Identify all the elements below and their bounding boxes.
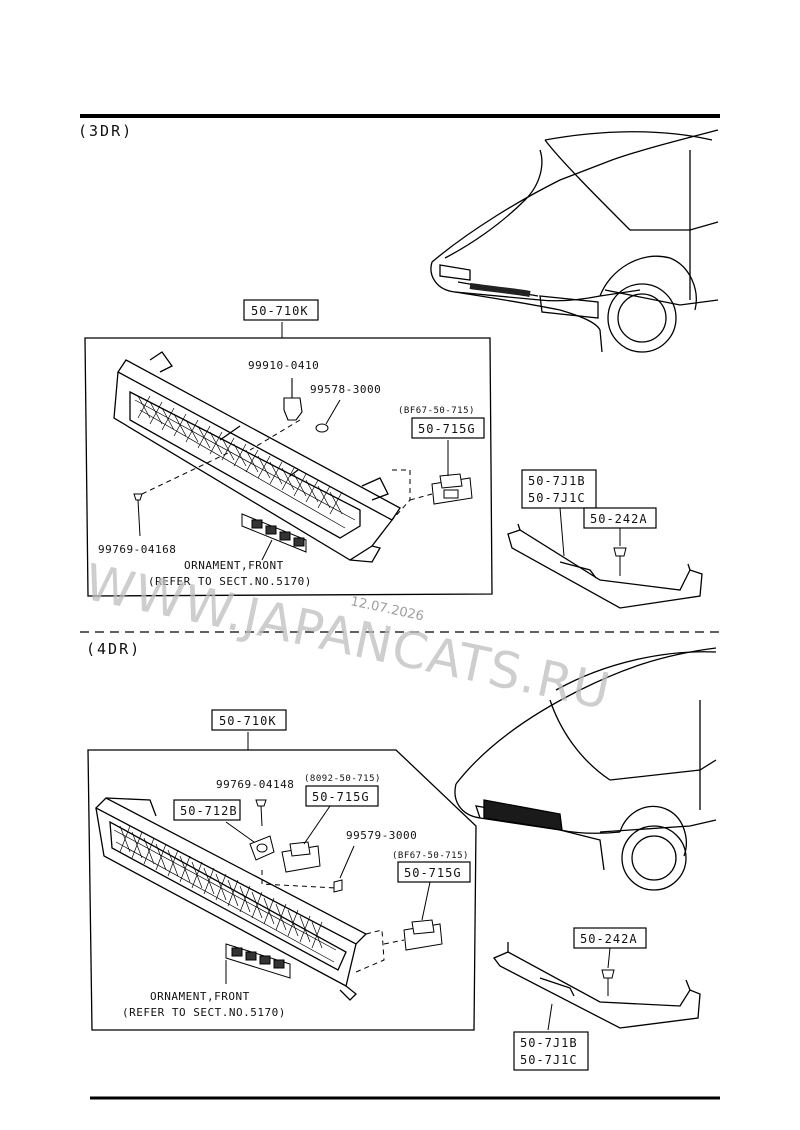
part-box-715g-3dr: [411, 417, 485, 439]
ornament-4dr: [225, 943, 291, 979]
section-3dr: (3DR): [78, 122, 719, 609]
detail-frame-3dr: [84, 337, 493, 597]
upper-clip-4dr: [281, 841, 321, 873]
ornament-label-3dr-line2: (REFER TO SECT.NO.5170): [148, 575, 312, 588]
bolt-label-4dr: 99769-04148: [216, 778, 294, 791]
part-box-710k-4dr: [211, 709, 287, 731]
ornament-label-4dr-line1: ORNAMENT,FRONT: [150, 990, 250, 1003]
section-4dr: (4DR): [86, 640, 717, 1071]
ornament-label-3dr-line1: ORNAMENT,FRONT: [184, 559, 284, 572]
section-title-3dr: (3DR): [78, 122, 133, 140]
bolt-label-3dr: 99769-04168: [98, 543, 176, 556]
car-illustration-4dr: [454, 647, 717, 891]
part-box-242a-4dr: [573, 927, 647, 949]
ornament-label-4dr-line2: (REFER TO SECT.NO.5170): [122, 1006, 286, 1019]
nut-4dr: [333, 879, 343, 893]
car-illustration-3dr: [430, 129, 719, 353]
part-box-7j1-3dr: [521, 469, 597, 509]
part-box-715g-upper-4dr: [305, 785, 379, 807]
part-box-242a-3dr: [583, 507, 657, 529]
fastener-3dr: [613, 547, 627, 576]
section-title-4dr: (4DR): [86, 640, 141, 658]
fastener-4dr: [601, 969, 615, 996]
part-label-242a-3dr: 50-242A: [590, 512, 648, 526]
clip-3dr: [431, 473, 473, 505]
bracket-4dr: [249, 835, 275, 861]
lower-clip-4dr: [403, 919, 443, 951]
part-box-710k-3dr: [243, 299, 319, 321]
screw-label-3dr: 99910-0410: [248, 359, 319, 372]
part-label-7j1c-4dr: 50-7J1C: [520, 1053, 578, 1067]
part-label-7j1b-3dr: 50-7J1B: [528, 474, 586, 488]
upper-clip-ref-label-4dr: (8092-50-715): [304, 774, 381, 784]
clip-ref-label-3dr: (BF67-50-715): [398, 406, 475, 416]
part-label-715g-3dr: 50-715G: [418, 422, 476, 436]
part-label-710k-4dr: 50-710K: [219, 714, 277, 728]
detail-frame-4dr: [87, 749, 477, 1031]
part-label-710k-3dr: 50-710K: [251, 304, 309, 318]
nut-3dr: [315, 423, 329, 433]
nut-label-4dr: 99579-3000: [346, 829, 417, 842]
bolt-4dr: [255, 799, 267, 827]
screw-3dr: [283, 378, 303, 421]
grille-mesh-3dr: [134, 395, 356, 529]
part-label-242a-4dr: 50-242A: [580, 932, 638, 946]
front-grille-3dr: [113, 351, 401, 563]
part-box-7j1-4dr: [513, 1031, 589, 1071]
part-label-715g-lower-4dr: 50-715G: [404, 866, 462, 880]
lower-trim-4dr: [492, 942, 701, 1029]
ornament-3dr: [241, 513, 307, 553]
part-label-7j1c-3dr: 50-7J1C: [528, 491, 586, 505]
grille-mesh-4dr: [113, 825, 337, 963]
part-box-715g-lower-4dr: [397, 861, 471, 883]
lower-clip-ref-label-4dr: (BF67-50-715): [392, 851, 469, 861]
part-label-7j1b-4dr: 50-7J1B: [520, 1036, 578, 1050]
part-label-712b-4dr: 50-712B: [180, 804, 238, 818]
watermark-text: WWW.JAPANCATS.RU: [80, 553, 616, 721]
lower-trim-3dr: [507, 523, 703, 609]
part-label-715g-upper-4dr: 50-715G: [312, 790, 370, 804]
bolt-3dr: [133, 493, 143, 537]
part-box-712b-4dr: [173, 799, 241, 821]
nut-label-3dr: 99578-3000: [310, 383, 381, 396]
